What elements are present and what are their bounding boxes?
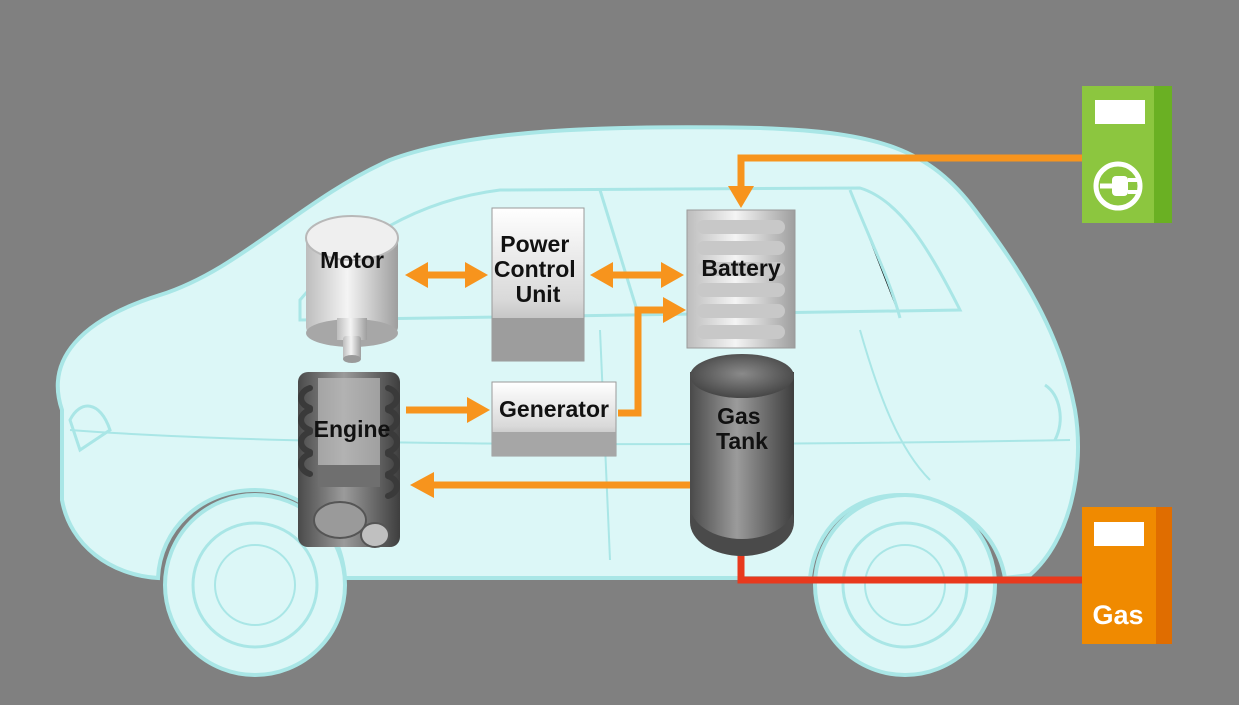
engine-generator-arrow [406, 397, 490, 423]
motor-pcu-arrow [405, 262, 488, 288]
charging-station [1082, 86, 1172, 223]
generator: Generator [491, 381, 617, 457]
generator-battery-arrow [618, 297, 686, 417]
rear-wheel [813, 493, 997, 677]
battery-label: Battery [701, 255, 780, 281]
plug-icon [1093, 161, 1143, 211]
power-control-unit: Power Control Unit [491, 207, 585, 362]
pcu-label-line-1: Power [500, 231, 569, 257]
gas-station: Gas [1082, 507, 1172, 644]
pcu-battery-arrow [590, 262, 684, 288]
motor-label: Motor [320, 247, 384, 273]
pcu-label-line-2: Control [494, 256, 576, 282]
tank-engine-arrow [410, 472, 692, 498]
pcu-label-line-3: Unit [516, 281, 561, 307]
power-arrows [405, 154, 1082, 498]
motor: Motor [305, 215, 399, 363]
gas-station-label: Gas [1092, 600, 1143, 630]
gas-tank-label-line-1: Gas [717, 403, 760, 429]
engine-label: Engine [314, 416, 391, 442]
svg-text:Power Control Unit: Power Control Unit [494, 231, 582, 307]
battery: Battery [686, 209, 796, 349]
charger-battery-arrow [728, 154, 1082, 208]
engine: Engine [298, 372, 400, 548]
svg-text:Gas Tank: Gas Tank [716, 403, 768, 454]
generator-label: Generator [499, 396, 609, 422]
gas-tank: Gas Tank [690, 354, 794, 556]
gas-tank-label-line-2: Tank [716, 428, 768, 454]
